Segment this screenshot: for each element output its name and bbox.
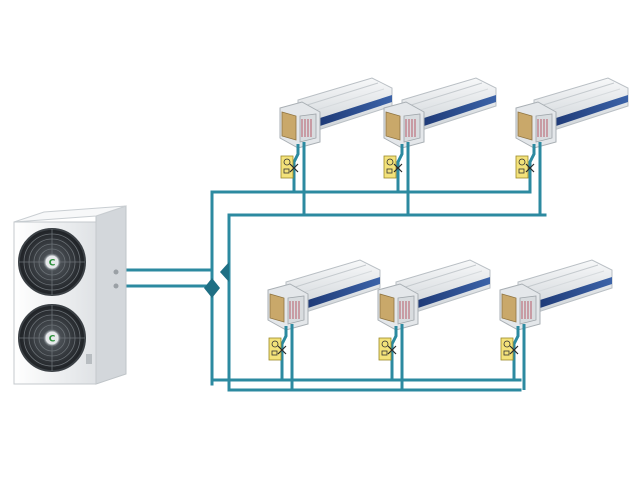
- branch-pipe-outer: [390, 326, 398, 380]
- control-valve-icon: [515, 155, 535, 179]
- control-valve-icon: [268, 337, 287, 361]
- ducted-fan-coil-icon: [499, 259, 613, 390]
- branch-pipe-outer: [528, 144, 536, 192]
- branch-pipe-outer: [280, 326, 288, 380]
- outdoor-emblem-1: C: [49, 259, 56, 269]
- branch-pipe-outer: [292, 144, 300, 192]
- branch-pipe-outer: [396, 144, 404, 192]
- ducted-fan-coil-icon: [515, 77, 629, 215]
- piping-network: [118, 190, 547, 392]
- ducted-fan-coil-icon: [279, 77, 393, 215]
- control-valve-icon: [383, 155, 403, 179]
- ducted-fan-coil-icon: [383, 77, 497, 215]
- distributor-node: [204, 278, 220, 298]
- outdoor-emblem-2: C: [49, 335, 56, 345]
- outdoor-fan-1: C: [18, 228, 86, 296]
- outdoor-fan-2: C: [18, 304, 86, 372]
- control-valve-icon: [500, 337, 519, 361]
- outdoor-condenser-icon: CC: [13, 205, 127, 385]
- ducted-fan-coil-icon: [377, 259, 491, 390]
- control-valve-icon: [378, 337, 397, 361]
- control-valve-icon: [280, 155, 299, 179]
- distributor-node-2: [220, 262, 229, 282]
- branch-pipe-outer: [512, 326, 520, 380]
- ducted-fan-coil-icon: [267, 259, 381, 390]
